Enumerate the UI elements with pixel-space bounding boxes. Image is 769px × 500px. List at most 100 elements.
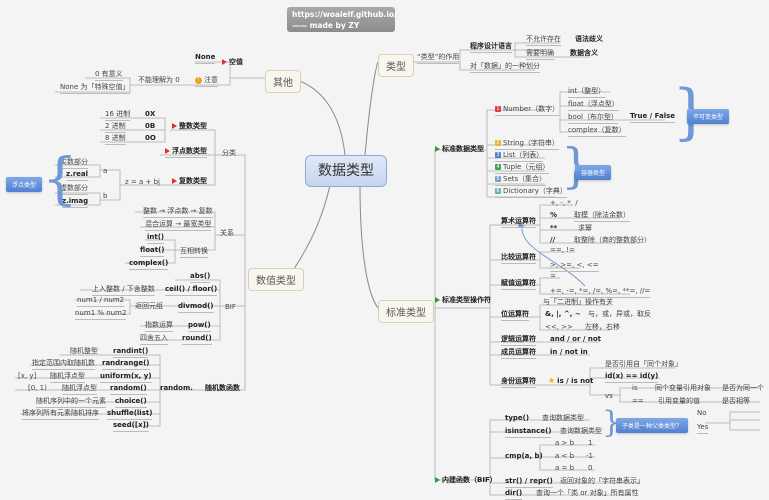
node-complex[interactable]: complex（复数） bbox=[568, 126, 626, 137]
node-null[interactable]: 空值 bbox=[222, 58, 243, 67]
node-dir-fn[interactable]: dir() bbox=[505, 489, 523, 500]
node-disallow[interactable]: 不允许存在 bbox=[526, 35, 561, 46]
node-cmp-fn[interactable]: cmp(a, b) bbox=[505, 452, 543, 460]
node-vs[interactable]: vs bbox=[605, 392, 613, 400]
node-std-types[interactable]: 标准数据类型 bbox=[435, 145, 484, 154]
node-pow-desc[interactable]: 指数运算 bbox=[145, 321, 173, 332]
node-none-special[interactable]: None 为「特殊空值」 bbox=[60, 83, 130, 94]
topic-numeric[interactable]: 数值类型 bbox=[248, 268, 304, 291]
node-float[interactable]: float（浮点型） bbox=[568, 100, 619, 111]
node-round[interactable]: round() bbox=[182, 334, 212, 345]
node-identity-val[interactable]: ★is / is not bbox=[548, 376, 593, 386]
node-uniform-desc[interactable]: 随机浮点型 bbox=[50, 372, 85, 383]
node-bit[interactable]: 位运算符 bbox=[501, 310, 529, 321]
node-str-desc[interactable]: 返回对象的「字符串表示」 bbox=[560, 477, 644, 485]
node-random[interactable]: random() bbox=[110, 384, 147, 395]
node-bin-value[interactable]: 0B bbox=[145, 122, 156, 130]
node-shuffle[interactable]: shuffle(list) bbox=[107, 409, 153, 420]
node-arith[interactable]: 算术运算符 bbox=[501, 217, 536, 228]
node-oct-label[interactable]: 8 进制 bbox=[105, 134, 126, 145]
banner-url[interactable]: https://woaielf.github.io/ bbox=[292, 10, 397, 19]
node-imag-attr[interactable]: z.imag bbox=[62, 197, 89, 208]
node-builtin[interactable]: 内建函数（BIF） bbox=[435, 476, 497, 485]
node-hex-label[interactable]: 16 进制 bbox=[105, 110, 131, 121]
node-partition[interactable]: 对「数据」的一种划分 bbox=[470, 62, 540, 73]
node-float-type[interactable]: 浮点数类型 bbox=[165, 147, 207, 158]
node-pow-desc[interactable]: 求幂 bbox=[578, 224, 592, 232]
node-bool-values[interactable]: True / False bbox=[630, 112, 676, 123]
node-cmp1[interactable]: ==, != bbox=[550, 246, 575, 254]
node-logic-val[interactable]: and / or / not bbox=[550, 335, 601, 343]
node-member[interactable]: 成员运算符 bbox=[501, 348, 536, 359]
node-int[interactable]: int（整型） bbox=[568, 87, 606, 98]
node-dir-desc[interactable]: 查询一个「类 or 对象」所有属性 bbox=[536, 489, 639, 497]
node-eq-q[interactable]: 是否相等 bbox=[722, 397, 750, 405]
node-bit1-desc[interactable]: 与，或，异或，取反 bbox=[588, 310, 651, 318]
node-identity[interactable]: 身份运算符 bbox=[501, 377, 536, 388]
node-ceil-desc[interactable]: 上入整数 / 下舍整数 bbox=[92, 285, 155, 296]
node-eq-desc[interactable]: 引用变量的值 bbox=[658, 397, 700, 405]
node-div1[interactable]: num1 / num2 bbox=[77, 296, 125, 307]
node-imag-part[interactable]: 虚数部分 bbox=[60, 184, 88, 195]
node-assign2[interactable]: +=, -=, *=, /=, %=, **=, //= bbox=[550, 287, 651, 298]
node-syntax-ambiguity[interactable]: 语法歧义 bbox=[575, 35, 603, 43]
node-choice-desc[interactable]: 随机序列中的一个元素 bbox=[36, 397, 106, 408]
node-pow[interactable]: ** bbox=[550, 224, 558, 232]
node-data-meaning[interactable]: 数据含义 bbox=[570, 49, 598, 57]
node-type-desc[interactable]: 查询数据类型 bbox=[542, 414, 584, 422]
node-uniform[interactable]: uniform(x, y) bbox=[100, 372, 152, 383]
node-bit1[interactable]: &, |, ^, ~ bbox=[545, 310, 581, 318]
topic-standard[interactable]: 标准类型 bbox=[378, 300, 434, 323]
node-oct-value[interactable]: 0O bbox=[145, 134, 156, 142]
node-member-val[interactable]: in / not in bbox=[550, 348, 588, 356]
node-assign[interactable]: 赋值运算符 bbox=[501, 279, 536, 290]
node-compare[interactable]: 比较运算符 bbox=[501, 253, 536, 264]
node-type-role[interactable]: “类型”的作用 bbox=[417, 53, 460, 64]
node-mod[interactable]: % bbox=[550, 211, 558, 219]
node-divmod-desc[interactable]: 返回元组 bbox=[135, 302, 163, 310]
topic-type[interactable]: 类型 bbox=[378, 54, 414, 77]
node-bit-note[interactable]: 与「二进制」操作有关 bbox=[543, 298, 613, 306]
node-random-desc[interactable]: 随机浮点型 bbox=[62, 384, 97, 395]
central-topic[interactable]: 数据类型 bbox=[305, 155, 387, 187]
node-cannot-be-zero[interactable]: 不能理解为 0 bbox=[138, 76, 180, 84]
node-choice[interactable]: choice() bbox=[115, 397, 147, 408]
node-bool[interactable]: bool（布尔型） bbox=[568, 113, 618, 124]
node-isinstance-desc[interactable]: 查询数据类型 bbox=[560, 427, 602, 435]
node-float-fn[interactable]: float() bbox=[140, 246, 165, 257]
node-rel2[interactable]: 混合运算 → 最宽类型 bbox=[145, 220, 212, 231]
callout-container[interactable]: 容器类型 bbox=[575, 165, 612, 180]
node-round-desc[interactable]: 四舍五入 bbox=[140, 334, 168, 345]
node-yes[interactable]: Yes bbox=[697, 423, 709, 434]
topic-other[interactable]: 其他 bbox=[265, 70, 301, 93]
node-arith-basic[interactable]: +, -, *, / bbox=[550, 199, 578, 207]
node-randint[interactable]: randint() bbox=[113, 347, 149, 358]
node-divmod[interactable]: divmod() bbox=[178, 302, 214, 313]
node-id-eq[interactable]: id(x) == id(y) bbox=[605, 372, 659, 383]
node-ceil[interactable]: ceil() / floor() bbox=[165, 285, 218, 296]
node-bit2-desc[interactable]: 左移，右移 bbox=[585, 323, 620, 331]
node-randint-desc[interactable]: 随机整型 bbox=[70, 347, 98, 355]
callout-subclass[interactable]: 子类是一种父类类型？ bbox=[616, 418, 689, 433]
node-randrange[interactable]: randrange() bbox=[102, 359, 150, 370]
node-real-part[interactable]: 实数部分 bbox=[60, 158, 88, 169]
node-real-attr[interactable]: z.real bbox=[66, 170, 89, 181]
node-need-clear[interactable]: 需要明确 bbox=[526, 49, 554, 60]
node-prog-lang[interactable]: 程序设计语言 bbox=[470, 42, 512, 53]
node-pow[interactable]: pow() bbox=[188, 321, 211, 332]
node-is[interactable]: is bbox=[632, 384, 638, 392]
node-note[interactable]: !注意 bbox=[195, 76, 218, 87]
node-is-desc[interactable]: 同个变量引用对象 bbox=[655, 384, 711, 392]
node-randrange-desc[interactable]: 指定范围内取随机数 bbox=[32, 359, 95, 370]
node-same-obj-q[interactable]: 是否引用自「同个对象」 bbox=[605, 360, 682, 368]
node-shuffle-desc[interactable]: 将序列所有元素随机排序 bbox=[22, 409, 99, 420]
node-bif[interactable]: BIF bbox=[225, 303, 236, 311]
node-isinstance-fn[interactable]: isinstance() bbox=[505, 427, 552, 438]
callout-float-type[interactable]: 浮点类型 bbox=[6, 177, 43, 192]
node-mod-desc[interactable]: 取模（除法余数） bbox=[574, 211, 630, 222]
node-cmp2[interactable]: >, >=, <, <= bbox=[550, 261, 599, 272]
